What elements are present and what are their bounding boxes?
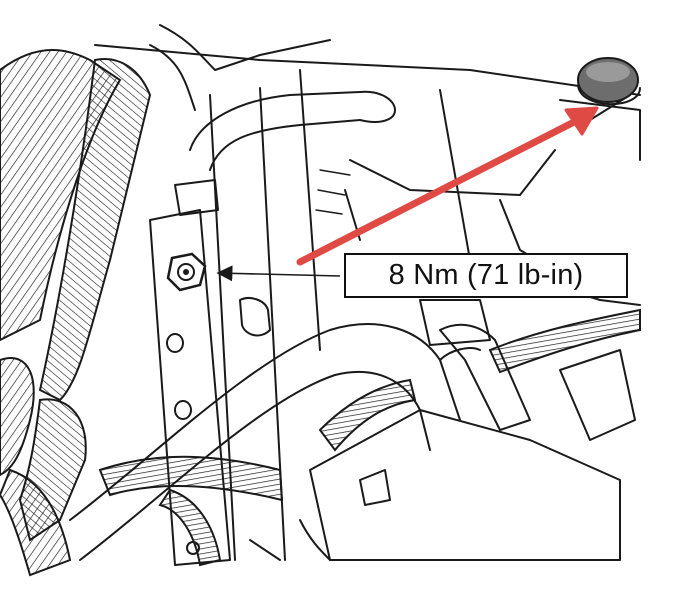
reservoir-cap [577,57,641,106]
lower-hardware [186,519,331,561]
background-structure [94,44,641,561]
bolt-icon [166,252,207,292]
mounting-bracket [149,209,271,566]
coolant-hose [149,24,396,216]
highlight-arrow [296,106,599,266]
torque-spec-label: 8 Nm (71 lb-in) [344,253,628,298]
arrow-icon [216,265,341,282]
wiring-harness-left [0,49,152,577]
electrical-connector [309,323,636,561]
main-hose [69,323,481,561]
convoluted-conduit [98,308,641,567]
